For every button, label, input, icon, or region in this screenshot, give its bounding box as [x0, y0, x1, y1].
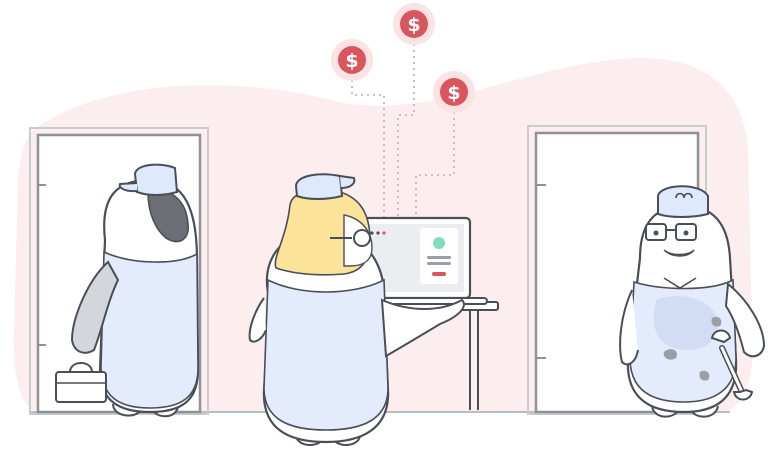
svg-text:$: $ — [447, 82, 460, 104]
penguin-with-blonde-hair-and-laptop-icon — [248, 173, 465, 446]
toolbox-icon — [55, 362, 107, 403]
penguin-mechanic-with-wrench-icon — [619, 185, 766, 418]
dollar-coin-icon: $ — [331, 39, 373, 81]
dollar-coin-icon: $ — [393, 3, 435, 45]
wrench-icon — [710, 329, 754, 401]
connector-lines — [351, 44, 455, 225]
dollar-coin-icon: $ — [433, 71, 475, 113]
penguin-technician-with-toolbox-icon — [55, 163, 200, 418]
svg-text:$: $ — [407, 14, 420, 36]
svg-text:$: $ — [345, 50, 358, 72]
